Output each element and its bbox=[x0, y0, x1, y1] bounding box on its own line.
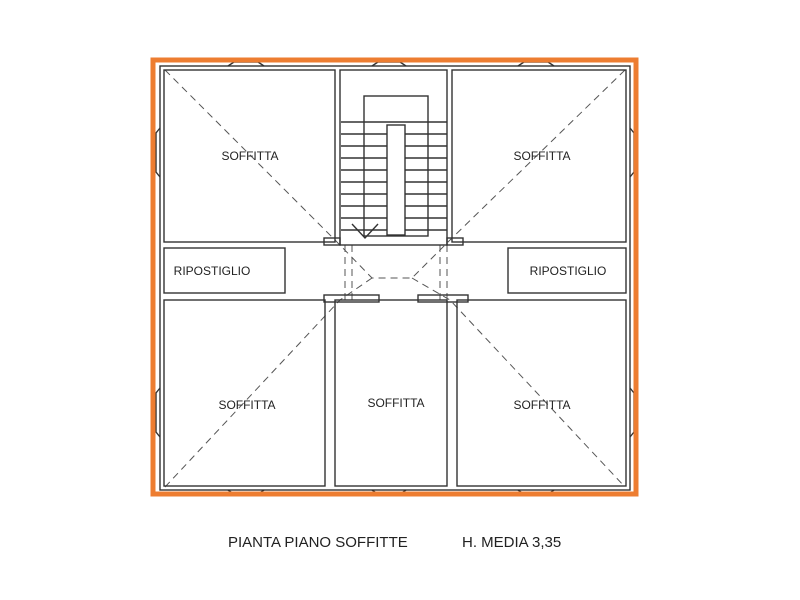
room-label: SOFFITTA bbox=[218, 398, 275, 412]
room-label: SOFFITTA bbox=[513, 149, 570, 163]
roof-lines bbox=[164, 69, 626, 488]
staircase bbox=[341, 95, 447, 240]
property-boundary bbox=[150, 57, 639, 497]
room-label: SOFFITTA bbox=[367, 396, 424, 410]
room-label: SOFFITTA bbox=[513, 398, 570, 412]
average-height: H. MEDIA 3,35 bbox=[462, 534, 561, 551]
room-label: RIPOSTIGLIO bbox=[174, 264, 251, 278]
room-label: RIPOSTIGLIO bbox=[530, 264, 607, 278]
room-label: SOFFITTA bbox=[221, 149, 278, 163]
plan-title: PIANTA PIANO SOFFITTE bbox=[228, 534, 408, 551]
